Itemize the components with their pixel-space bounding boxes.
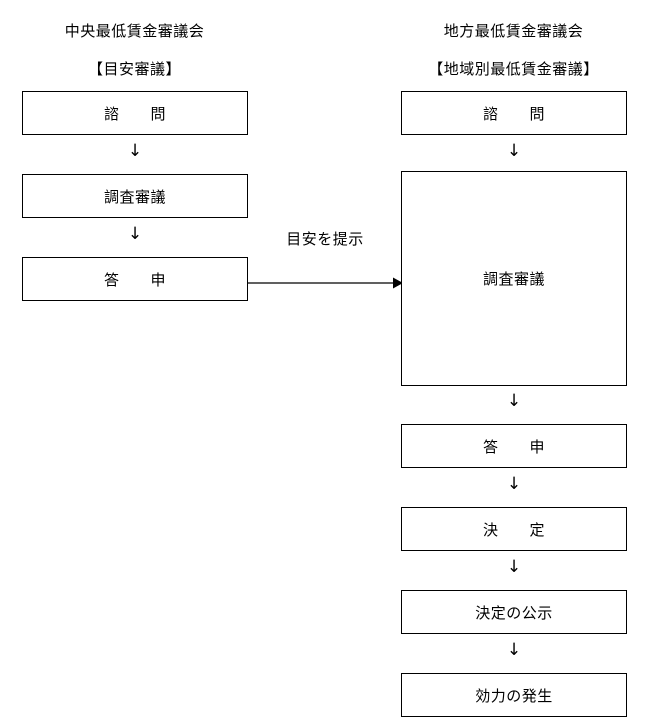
right-step-toshin-box: 答 申 [401,424,627,468]
arrow-down-icon: ↓ [127,224,143,244]
right-column-title: 地方最低賃金審議会 [443,22,584,40]
left-column-title: 中央最低賃金審議会 [64,22,205,40]
arrow-down-icon: ↓ [127,141,143,161]
arrow-down-icon: ↓ [506,640,522,660]
right-step-chosashingi-box: 調査審議 [401,171,627,386]
right-step-ketteinokoji-box: 決定の公示 [401,590,627,634]
left-column-subtitle: 【目安審議】 [87,60,181,78]
right-step-shimon-box: 諮 問 [401,91,627,135]
right-step-koryokunohassei-box: 効力の発生 [401,673,627,717]
left-step-toshin-box: 答 申 [22,257,248,301]
left-step-shimon-box: 諮 問 [22,91,248,135]
left-step-chosashingi-box: 調査審議 [22,174,248,218]
right-column-subtitle: 【地域別最低賃金審議】 [428,60,599,78]
right-step-kettei-box: 決 定 [401,507,627,551]
arrow-down-icon: ↓ [506,391,522,411]
cross-arrow-label: 目安を提示 [286,230,364,248]
arrow-down-icon: ↓ [506,474,522,494]
arrow-down-icon: ↓ [506,141,522,161]
arrow-down-icon: ↓ [506,557,522,577]
cross-arrow-svg [247,277,403,289]
cross-arrow-icon [247,272,403,294]
